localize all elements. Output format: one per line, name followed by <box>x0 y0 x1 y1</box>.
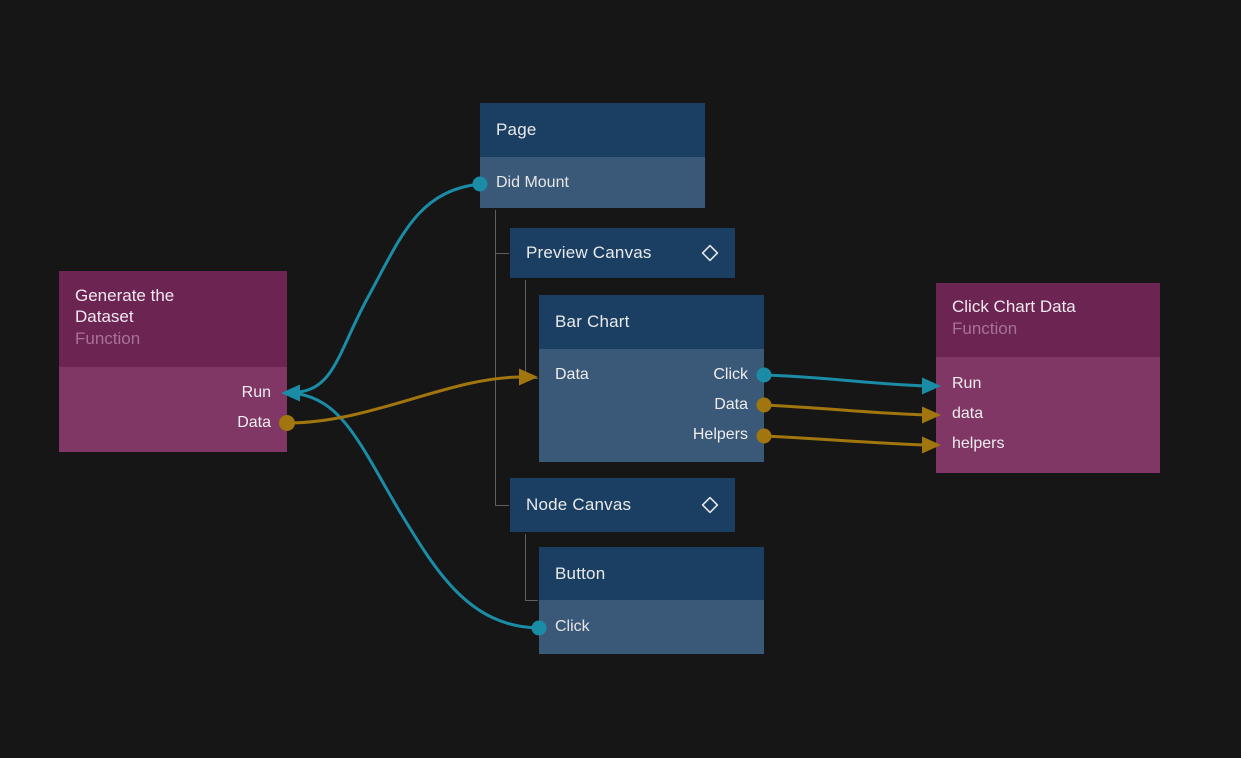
node-button-title: Button <box>555 563 606 583</box>
port-bar-chart-data-out[interactable]: Data <box>714 396 748 413</box>
node-page[interactable]: Page Did Mount <box>480 103 705 208</box>
port-ccd-data-in[interactable]: data <box>952 405 984 422</box>
node-bar-chart[interactable]: Bar Chart Data Click Data Helpers <box>539 295 764 462</box>
diamond-icon <box>701 244 719 262</box>
diamond-icon <box>701 496 719 514</box>
wire-buttonclick-to-run[interactable] <box>297 392 541 630</box>
node-click-chart-data-subtitle: Function <box>952 319 1018 338</box>
port-ccd-helpers-in[interactable]: helpers <box>952 435 1005 452</box>
port-did-mount-label: Did Mount <box>496 173 569 191</box>
port-generate-run-in[interactable]: Run <box>241 384 271 401</box>
node-node-canvas-title: Node Canvas <box>526 495 632 514</box>
node-page-title: Page <box>496 120 537 139</box>
wire-bardata-to-ccddata[interactable] <box>762 403 928 417</box>
port-button-click-label: Click <box>555 618 590 635</box>
port-bar-chart-data-in[interactable]: Data <box>555 366 589 383</box>
node-preview-canvas[interactable]: Preview Canvas <box>510 228 735 278</box>
node-button[interactable]: Button Click <box>539 547 764 654</box>
node-generate-the-dataset-subtitle: Function <box>75 329 141 348</box>
node-node-canvas[interactable]: Node Canvas <box>510 478 735 532</box>
port-generate-data-out[interactable]: Data <box>237 414 271 431</box>
node-preview-canvas-title: Preview Canvas <box>526 243 652 262</box>
wire-didmount-to-run[interactable] <box>297 182 482 394</box>
node-generate-the-dataset-title: Generate the Dataset <box>75 286 175 326</box>
tree-line-preview-to-bar-chart <box>525 280 538 379</box>
port-bar-chart-click-out[interactable]: Click <box>713 366 748 383</box>
node-bar-chart-title: Bar Chart <box>555 312 630 331</box>
wire-generatedata-to-bardata[interactable] <box>285 375 524 425</box>
node-generate-the-dataset[interactable]: Generate the Dataset Function Run Data <box>59 271 287 452</box>
tree-line-nodecanvas-to-button <box>525 534 538 601</box>
port-bar-chart-helpers-out[interactable]: Helpers <box>692 426 748 443</box>
port-ccd-run-in[interactable]: Run <box>952 375 982 392</box>
port-did-mount[interactable]: Did Mount <box>480 157 705 208</box>
node-click-chart-data-title: Click Chart Data <box>952 297 1076 316</box>
wire-barhelpers-to-ccdhelpers[interactable] <box>762 434 928 447</box>
tree-line-page-children <box>495 210 509 506</box>
port-button-click[interactable]: Click <box>539 600 764 654</box>
wire-barclick-to-ccdrun[interactable] <box>762 373 928 388</box>
node-click-chart-data[interactable]: Click Chart Data Function Run data helpe… <box>936 283 1160 473</box>
